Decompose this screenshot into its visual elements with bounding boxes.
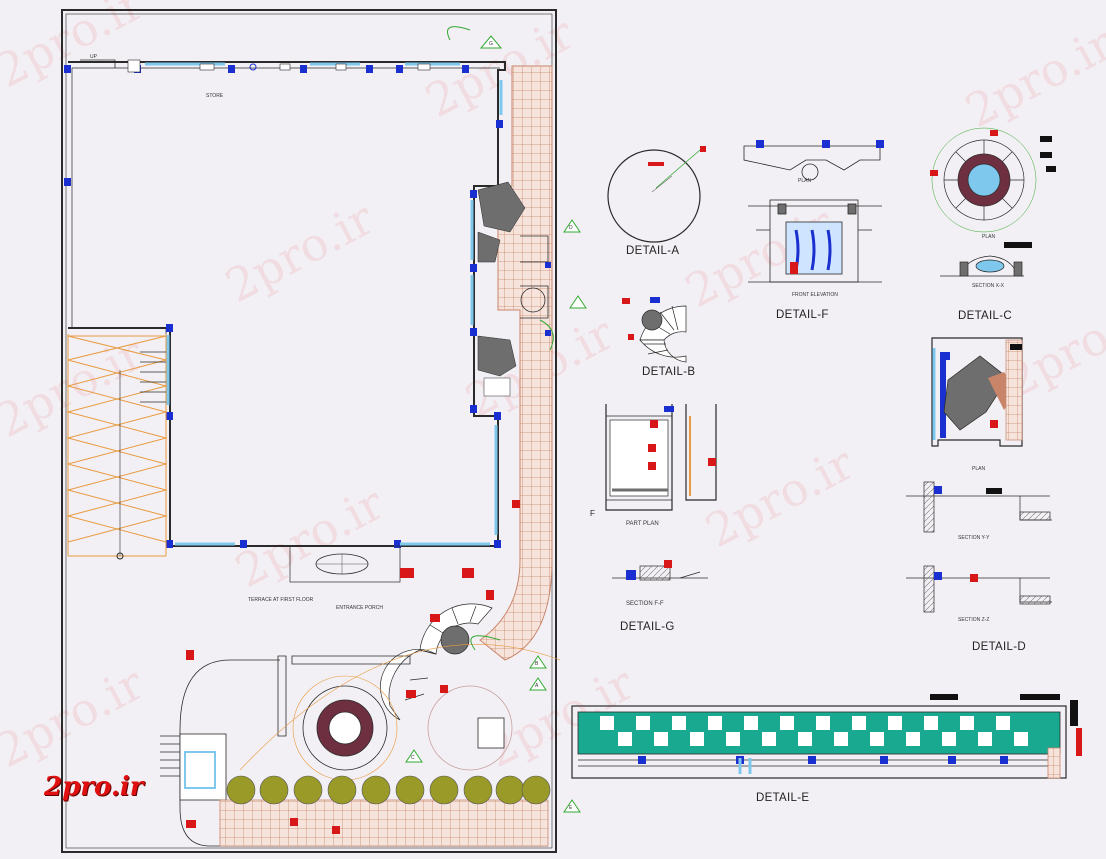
terrace-label: TERRACE AT FIRST FLOOR	[248, 597, 314, 603]
plan-f-label: PLAN	[798, 178, 812, 184]
porch	[289, 545, 474, 583]
up-label: UP	[90, 54, 97, 60]
section-yy-label: SECTION Y-Y	[958, 535, 990, 541]
callout-d: D	[569, 225, 573, 231]
section-zz-label: SECTION Z-Z	[958, 617, 990, 623]
kitchen-corner	[477, 181, 526, 397]
garden-area	[160, 644, 561, 847]
detail-e-figure	[571, 694, 1082, 779]
callout-g: E	[569, 805, 573, 811]
site-plan	[61, 9, 587, 853]
detail-c-label: DETAIL-C	[958, 310, 1012, 322]
house-plan-outline	[64, 59, 506, 548]
callout-b: B	[535, 661, 539, 667]
detail-b-label: DETAIL-B	[642, 366, 696, 378]
entrance-porch-label: ENTRANCE PORCH	[336, 605, 383, 611]
detail-d-label: DETAIL-D	[972, 641, 1026, 653]
section-ff-label: SECTION F-F	[626, 601, 664, 607]
left-steps	[140, 351, 166, 403]
f-section-marker: F	[590, 509, 595, 518]
callout-e: G	[489, 41, 493, 47]
callout-a: A	[535, 683, 539, 689]
callout-c: C	[411, 755, 415, 761]
callout-triangles	[405, 26, 587, 813]
red-markers	[186, 500, 520, 834]
trees-row	[226, 775, 551, 805]
detail-a-label: DETAIL-A	[626, 245, 680, 257]
detail-g-label: DETAIL-G	[620, 621, 675, 633]
part-plan-label: PART PLAN	[626, 521, 659, 527]
detail-f-label: DETAIL-F	[776, 309, 829, 321]
section-xx-label: SECTION X-X	[972, 283, 1004, 289]
plan-c-label: PLAN	[982, 234, 996, 240]
detail-f-figure	[743, 140, 884, 283]
cross-bay-windows	[520, 235, 551, 336]
brand-logo: 2pro.ir	[44, 772, 144, 802]
detail-g-figure	[605, 404, 717, 581]
detail-e-label: DETAIL-E	[756, 792, 810, 804]
front-elevation-label: FRONT ELEVATION	[792, 292, 838, 298]
detail-c-figure	[930, 127, 1056, 277]
detail-d-figure	[906, 337, 1052, 613]
store-label: STORE	[206, 93, 224, 99]
plan-d-label: PLAN	[972, 466, 986, 472]
detail-a-figure	[607, 146, 706, 243]
detail-b-figure	[622, 297, 687, 363]
staircase-hatch	[66, 334, 168, 560]
